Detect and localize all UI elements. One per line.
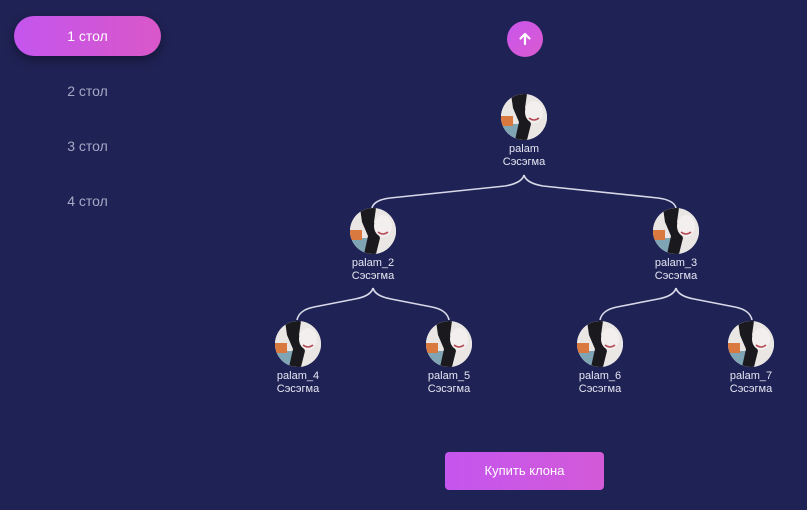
avatar[interactable] [728,321,774,367]
node-username: palam_2 [351,257,395,269]
node-username: palam_5 [427,370,471,382]
node-username: palam_4 [276,370,320,382]
avatar[interactable] [501,94,547,140]
node-display-name: Сэсэгма [502,156,546,168]
tree-node-level2-right: palam_3 Сэсэгма [616,208,736,283]
node-display-name: Сэсэгма [427,383,471,395]
avatar[interactable] [577,321,623,367]
node-username: palam_3 [654,257,698,269]
tree-node-level3-4: palam_7 Сэсэгма [691,321,807,396]
node-display-name: Сэсэгма [729,383,773,395]
table-sidebar: 1 стол 2 стол 3 стол 4 стол [14,16,161,236]
table-tab-2[interactable]: 2 стол [67,83,108,99]
avatar[interactable] [426,321,472,367]
tree-node-level3-3: palam_6 Сэсэгма [540,321,660,396]
node-username: palam [509,143,539,155]
table-tab-4[interactable]: 4 стол [67,193,108,209]
table-tab-3[interactable]: 3 стол [67,138,108,154]
up-level-button[interactable] [507,21,543,57]
table-tab-1[interactable]: 1 стол [14,16,161,56]
node-display-name: Сэсэгма [351,270,395,282]
node-display-name: Сэсэгма [578,383,622,395]
node-display-name: Сэсэгма [276,383,320,395]
tree-node-root: palam Сэсэгма [464,94,584,169]
node-display-name: Сэсэгма [654,270,698,282]
tree-node-level3-1: palam_4 Сэсэгма [238,321,358,396]
buy-clone-button[interactable]: Купить клона [445,452,604,490]
node-username: palam_6 [578,370,622,382]
tree-node-level3-2: palam_5 Сэсэгма [389,321,509,396]
avatar[interactable] [350,208,396,254]
avatar[interactable] [653,208,699,254]
tree-node-level2-left: palam_2 Сэсэгма [313,208,433,283]
avatar[interactable] [275,321,321,367]
arrow-up-icon [519,32,531,46]
node-username: palam_7 [729,370,773,382]
